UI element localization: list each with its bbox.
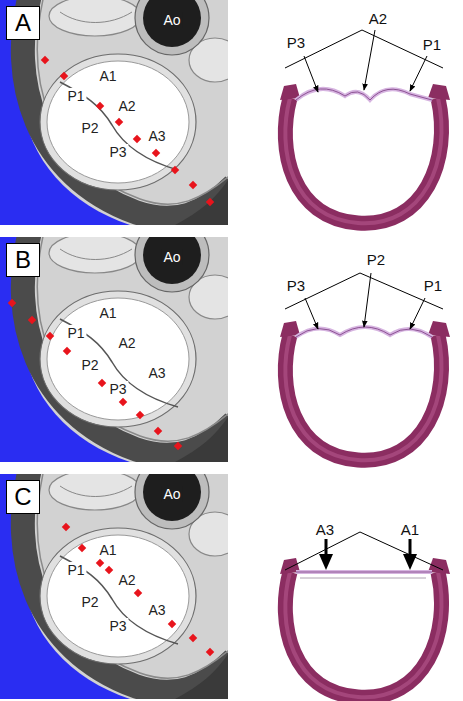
scallop-label: P1 — [65, 562, 86, 578]
long-axis-heart — [280, 321, 450, 460]
scallop-label: A2 — [116, 572, 137, 588]
scallop-label: P1 — [65, 325, 86, 341]
arrow — [364, 273, 371, 327]
scan-dot — [98, 379, 106, 387]
scan-dot — [168, 620, 176, 628]
scallop-label: P2 — [79, 120, 100, 136]
scan-dot — [96, 559, 104, 567]
leaflet — [296, 570, 432, 574]
arrow-label: P1 — [421, 36, 443, 53]
scallop-label: A2 — [116, 98, 137, 114]
short-axis-view — [0, 455, 241, 699]
scan-dot — [8, 299, 16, 307]
scan-dot — [206, 648, 214, 656]
scan-dot — [134, 589, 142, 597]
leaflet — [296, 327, 432, 337]
panel-letter-box: C — [6, 480, 40, 514]
scallop-label: P3 — [107, 618, 128, 634]
arrow — [305, 298, 318, 329]
scallop-label: P3 — [107, 144, 128, 160]
scan-dot — [96, 102, 104, 110]
scallop-label: A1 — [97, 305, 118, 321]
scallop-label: A2 — [116, 335, 137, 351]
scallop-label: A3 — [146, 602, 167, 618]
scallop-label: A3 — [146, 365, 167, 381]
scallop-label: P2 — [79, 594, 100, 610]
arrow-label: P3 — [285, 277, 307, 294]
panel — [0, 218, 450, 462]
aorta-label: Ao — [161, 486, 182, 502]
scan-dot — [62, 523, 70, 531]
scan-dot — [63, 347, 71, 355]
panel-letter-box: B — [6, 243, 40, 277]
scallop-label: P2 — [79, 357, 100, 373]
arrow-label: A2 — [367, 10, 389, 27]
leaflet-edge — [296, 327, 432, 337]
scan-dot — [171, 166, 179, 174]
scallop-label: A1 — [97, 68, 118, 84]
arrow-label: A3 — [314, 521, 336, 538]
scan-dot — [60, 72, 68, 80]
scan-dot — [154, 427, 162, 435]
arrow — [304, 56, 318, 92]
arrow — [364, 30, 375, 90]
scan-dot — [41, 56, 49, 64]
panel — [0, 455, 450, 699]
scan-dot — [206, 198, 214, 206]
scan-dot — [152, 149, 160, 157]
scan-dot — [189, 634, 197, 642]
scan-dot — [28, 316, 36, 324]
scan-dot — [119, 398, 127, 406]
scallop-label: P3 — [107, 381, 128, 397]
panel-letter: C — [14, 483, 31, 511]
leaflet-edge — [296, 89, 432, 100]
panel-letter: A — [15, 9, 31, 37]
scan-dot — [46, 332, 54, 340]
leaflet-line — [300, 578, 426, 579]
arrow — [325, 539, 328, 556]
scan-dot — [133, 135, 141, 143]
panel-letter: B — [15, 246, 31, 274]
arrow — [410, 298, 425, 329]
short-axis-view — [0, 218, 241, 462]
long-axis-heart — [280, 558, 450, 697]
scallop-label: A3 — [146, 128, 167, 144]
scallop-label: A1 — [97, 542, 118, 558]
scan-plane — [285, 30, 443, 68]
short-axis-view — [0, 0, 241, 225]
scan-dot — [115, 118, 123, 126]
scallop-label: P1 — [65, 88, 86, 104]
leaflet — [296, 89, 432, 100]
scan-dot — [189, 181, 197, 189]
scan-dot — [105, 566, 113, 574]
arrow — [409, 539, 412, 556]
scan-dot — [136, 411, 144, 419]
scan-dot — [174, 442, 182, 450]
arrow-label: A1 — [399, 521, 421, 538]
arrow-label: P3 — [285, 34, 307, 51]
arrow — [410, 56, 427, 91]
arrowhead — [319, 554, 333, 570]
scan-dot — [78, 544, 86, 552]
arrowhead — [403, 554, 417, 570]
panel-letter-box: A — [6, 6, 40, 40]
aorta-label: Ao — [161, 249, 182, 265]
scan-plane — [285, 273, 443, 309]
arrow-label: P1 — [422, 277, 444, 294]
panel — [0, 0, 450, 225]
leaflet-edge — [296, 572, 432, 573]
long-axis-heart — [280, 84, 450, 223]
scan-plane — [285, 532, 443, 570]
arrow-label: P2 — [365, 251, 387, 268]
aorta-label: Ao — [161, 12, 182, 28]
